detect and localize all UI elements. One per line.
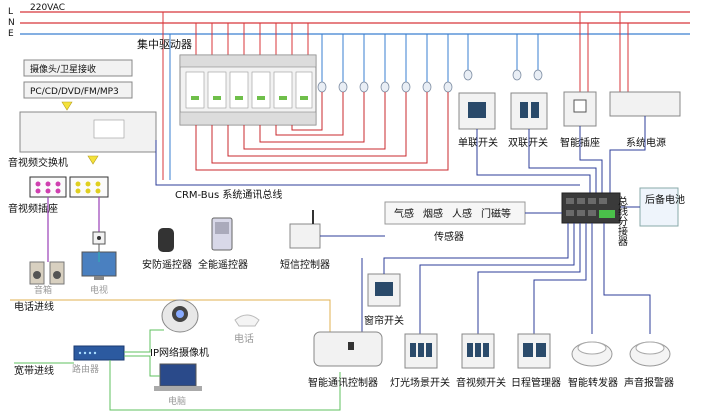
camera-satellite-label: 摄像头/卫星接收: [30, 63, 96, 75]
power-drops: [162, 12, 629, 180]
system-power: [609, 91, 681, 117]
speaker-icon: [29, 261, 65, 285]
av-socket-label: 音视频插座: [8, 202, 58, 215]
single-switch-label: 单联开关: [458, 136, 498, 149]
computer: 电脑: [154, 363, 202, 407]
central-driver: 集中驱动器: [137, 37, 317, 126]
ip-camera: IP网络摄像机: [150, 299, 209, 359]
av-switcher-box: [19, 111, 157, 153]
remotes: 安防遥控器 全能遥控器 短信控制器: [142, 210, 385, 271]
sound-alarm-label: 声音报警器: [624, 376, 674, 389]
backup-battery-label: 后备电池: [645, 193, 685, 206]
av-socket-2: [69, 176, 109, 198]
speaker-label: 音箱: [34, 284, 52, 296]
av-socket-1: [29, 176, 67, 198]
crm-bus: CRM-Bus 系统通讯总线: [155, 140, 580, 201]
smart-comm-controller-label: 智能通讯控制器: [308, 376, 378, 389]
tv-label: 电视: [90, 284, 108, 296]
smart-repeater-label: 智能转发器: [568, 376, 618, 389]
router: 路由器 宽带进线: [14, 345, 125, 377]
arrow-down-icon: [87, 155, 99, 165]
voltage-label: 220VAC: [30, 3, 65, 13]
schedule-manager-label: 日程管理器: [511, 376, 561, 389]
router-label: 路由器: [72, 363, 99, 375]
ip-camera-label: IP网络摄像机: [150, 346, 209, 359]
computer-label: 电脑: [168, 395, 186, 407]
bottom-devices: 灯光场景开关 音视频开关 日程管理器 智能转发器 声音报警器: [390, 333, 674, 389]
network-cables: [109, 329, 341, 411]
media-sources-label: PC/CD/DVD/FM/MP3: [30, 87, 119, 97]
smart-comm-controller: 智能通讯控制器: [308, 331, 383, 389]
power-lines: L N E 220VAC: [8, 3, 690, 39]
line-e-label: E: [8, 29, 14, 39]
bulbs: [317, 69, 543, 93]
av-switch-label: 音视频开关: [456, 376, 506, 389]
av-section: 摄像头/卫星接收 PC/CD/DVD/FM/MP3 音视频交换机 音视频插座 音…: [8, 59, 157, 296]
security-remote-label: 安防遥控器: [142, 258, 192, 271]
security-remote-icon: [158, 228, 174, 252]
sensor-item: 气感: [394, 207, 414, 220]
system-power-label: 系统电源: [626, 136, 666, 149]
sensor-item: 烟感: [423, 207, 443, 220]
central-driver-label: 集中驱动器: [137, 37, 192, 51]
sensor-box: 气感 烟感 人感 门磁等 传感器: [384, 201, 562, 243]
curtain-switch-label: 窗帘开关: [364, 314, 404, 327]
telephone-label: 电话: [234, 332, 254, 345]
light-scene-switch-label: 灯光场景开关: [390, 376, 450, 389]
bottom-bus: [361, 223, 651, 334]
line-n-label: N: [8, 18, 15, 28]
broadband-line-label: 宽带进线: [14, 364, 54, 377]
switch-bus: [476, 116, 646, 208]
av-switcher-label: 音视频交换机: [8, 156, 68, 169]
sound-alarm: [629, 341, 671, 367]
curtain-switch: 窗帘开关: [364, 273, 404, 327]
telephone: 电话: [234, 314, 260, 345]
phone-line-label: 电话进线: [14, 300, 54, 313]
crm-bus-label: CRM-Bus 系统通讯总线: [175, 188, 282, 201]
driver-outputs: [195, 92, 449, 171]
sms-controller-icon: [289, 210, 321, 249]
line-l-label: L: [8, 7, 13, 17]
sms-controller-label: 短信控制器: [280, 258, 330, 271]
sensor-item: 门磁等: [481, 207, 511, 220]
double-switch-label: 双联开关: [508, 136, 548, 149]
bus-distributor-label: 总线分接器: [616, 195, 628, 247]
double-switch: [510, 92, 548, 130]
arrow-down-icon: [61, 101, 73, 111]
backup-battery: [639, 187, 679, 227]
sensor-label: 传感器: [434, 230, 464, 243]
universal-remote-label: 全能遥控器: [198, 258, 248, 271]
bus-distributor: 总线分接器: [561, 192, 628, 247]
smart-repeater: [571, 341, 613, 367]
sensor-item: 人感: [452, 207, 472, 220]
